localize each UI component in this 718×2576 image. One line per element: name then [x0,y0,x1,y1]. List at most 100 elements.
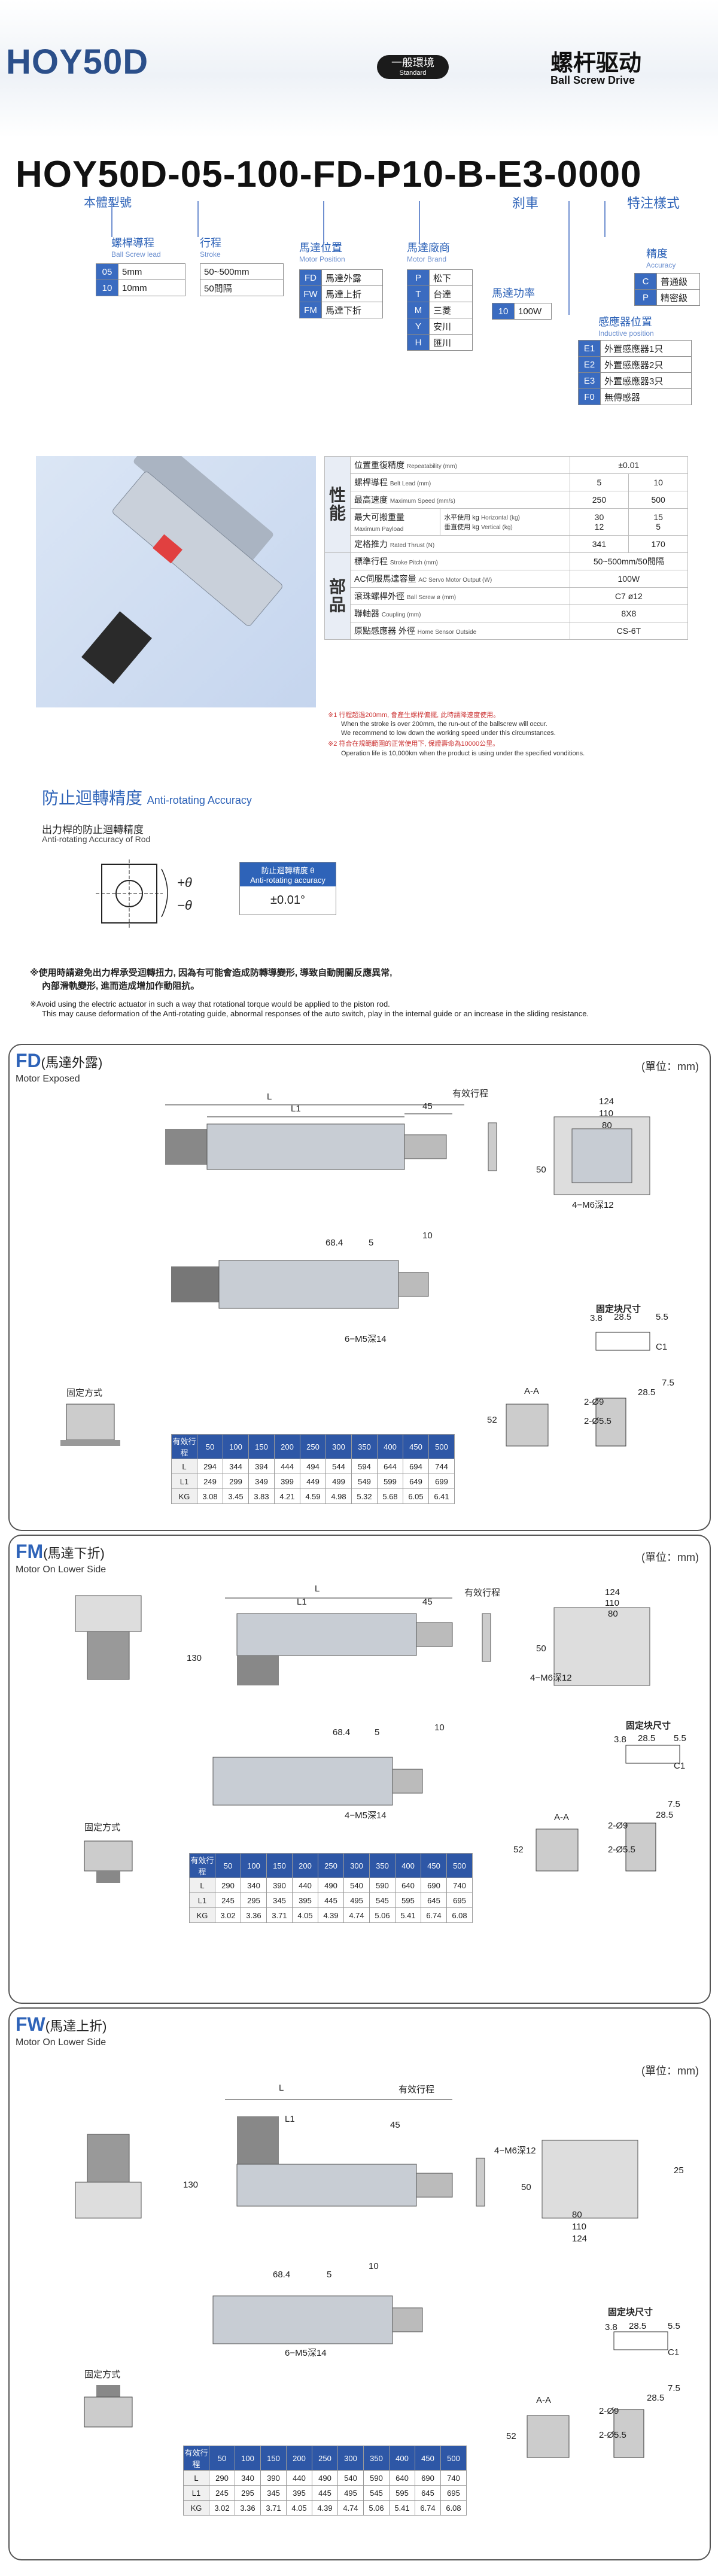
option-value: 三菱 [429,302,473,318]
option-value: 50~500mm [200,263,284,280]
table-header: 150 [266,1853,293,1878]
fix-7-5: 7.5 [668,2383,680,2393]
table-cell: 5.41 [395,1907,421,1923]
page-title: HOY50D [6,42,149,81]
option-value: 普通級 [656,273,700,290]
table-cell: 744 [428,1459,455,1474]
table-cell: KG [189,1907,215,1923]
table-cell: 590 [369,1878,395,1893]
dim-50: 50 [521,2182,531,2192]
spec-value: CS-6T [569,622,689,640]
fixing-method-icon [84,1840,133,1883]
dim-68-4: 68.4 [333,1727,351,1737]
table-header: 50 [197,1434,223,1459]
fix-5-5: 5.5 [668,2321,680,2331]
section-aa-drawing [536,1828,579,1872]
fixing-method-label: 固定方式 [84,2370,121,2380]
unit-label: (單位：mm) [641,1061,699,1073]
option-value: 50間隔 [200,280,284,296]
table-header: 100 [235,2446,261,2471]
table-cell: 4.05 [292,1907,318,1923]
fm-title-sub: (馬達下折) [43,1546,105,1561]
option-value: 100W [514,303,552,320]
table-cell: 494 [300,1459,326,1474]
table-cell: 3.02 [209,2500,235,2516]
code-brake: -B [444,154,485,195]
fm-title-code: FM [16,1541,44,1562]
dim-L: L [279,2083,284,2093]
anti-rod-label: 出力桿的防止迴轉精度 [42,824,144,836]
dim-m6: 4−M6深12 [494,2146,536,2156]
table-cell: 444 [274,1459,300,1474]
option-value: 10mm [118,280,185,296]
option-code: Y [407,318,430,335]
fix-phi9: 2-Ø9 [608,1821,628,1831]
anti-box-head-en: Anti-rotating accuracy [250,876,325,885]
anti-box-head-zh: 防止迴轉精度 θ [261,866,315,875]
table-cell: 690 [421,1878,447,1893]
table-cell: 490 [312,2470,338,2486]
dim-80: 80 [608,1609,618,1619]
option-code: C [634,273,657,290]
table-cell: 595 [389,2485,415,2501]
option-code: E2 [578,356,601,373]
anti-title-en: Anti-rotating Accuracy [147,794,252,806]
option-code: M [407,302,430,318]
spec-sub-zh: 垂直使用 kg [444,524,479,531]
table-cell: 6.74 [415,2500,441,2516]
fixing-method-icon [60,1404,120,1446]
spec-sub-en: Horizontal (kg) [480,515,520,521]
fw-title-sub: (馬達上折) [45,2019,107,2034]
table-cell: 390 [266,1878,293,1893]
table-cell: 590 [363,2470,390,2486]
table-cell: 440 [292,1878,318,1893]
fd-side-view [171,1260,429,1309]
model-code: HOY50D-05-100-FD-P10-B-E3-0000 [16,153,642,196]
table-cell: 3.71 [260,2500,287,2516]
option-code: FD [299,269,322,286]
dim-m5: 6−M5深14 [285,2348,327,2358]
table-header: 300 [337,2446,364,2471]
spec-value: 250 [569,491,629,509]
option-code: 05 [96,263,118,280]
table-cell: 699 [428,1474,455,1489]
dim-10: 10 [434,1723,445,1733]
stroke-label-en: Stroke [200,250,221,259]
motor-brand-label-zh: 馬達廠商 [407,242,450,254]
spec-label-en: Stroke Pitch (mm) [390,560,438,566]
table-cell: KG [171,1489,197,1504]
leader-line [323,201,324,243]
spec-value: 5 [569,473,629,491]
table-header: 350 [369,1853,395,1878]
leader-line [604,201,606,237]
spec-section-performance: 性能 [324,456,351,553]
fix-28-5b: 28.5 [638,1387,656,1398]
warning-zh-1: ※使用時請避免出力桿承受迴轉扭力, 因為有可能會造成防轉導變形, 導致自動開關反… [30,968,393,978]
spec-value-horizontal: 30 [594,512,604,522]
table-cell: KG [183,2500,209,2516]
table-cell: 649 [403,1474,429,1489]
table-cell: 540 [337,2470,364,2486]
spec-label-zh: 螺桿導程 [354,478,388,487]
table-header: 200 [274,1434,300,1459]
fix-phi5-5: 2-Ø5.5 [608,1845,635,1855]
dim-130: 130 [187,1653,202,1663]
spec-label-en: Coupling (mm) [381,612,421,618]
unit-label: (單位：mm) [641,2065,699,2077]
drive-title: 螺杆驱动 [550,51,642,76]
table-header: 100 [241,1853,267,1878]
table-cell: 345 [260,2485,287,2501]
table-cell: 399 [274,1474,300,1489]
anti-rotating-title: 防止迴轉精度 Anti-rotating Accuracy [42,785,252,809]
table-header: 300 [343,1853,370,1878]
dim-124: 124 [572,2234,588,2244]
dim-80: 80 [572,2210,582,2220]
fixing-method-icon [84,2385,133,2428]
sensor-label-en: Inductive position [598,329,654,338]
table-cell: 345 [266,1892,293,1908]
table-cell: 5.06 [369,1907,395,1923]
table-header: 450 [403,1434,429,1459]
dim-5: 5 [375,1727,380,1737]
spec-sub-zh: 水平使用 kg [444,514,479,521]
